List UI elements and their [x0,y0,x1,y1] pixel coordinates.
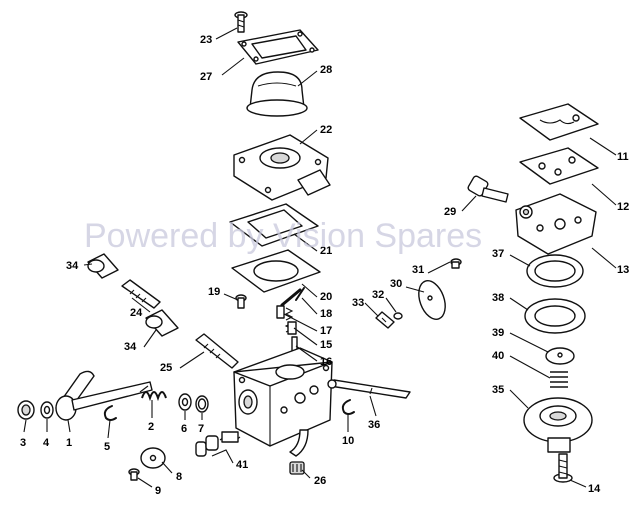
part-2-torsion-spring[interactable] [139,385,167,402]
part-40-spring[interactable] [550,371,568,388]
part-34-limiter-cap-lower[interactable] [145,309,179,337]
part-12-diaphragm[interactable] [519,147,599,185]
callout-33: 33 [352,297,364,309]
part-31-screw[interactable] [450,258,462,269]
part-29-fitting[interactable] [467,175,509,203]
part-15-spring[interactable] [284,307,297,335]
callout-1: 1 [66,437,72,449]
callout-13: 13 [617,264,629,276]
callout-16: 16 [320,356,332,368]
part-1-throttle-shaft[interactable] [55,370,153,421]
callout-5: 5 [104,441,110,453]
part-8-plate[interactable] [140,447,166,469]
callout-2: 2 [148,421,154,433]
part-11-gasket[interactable] [519,103,599,141]
part-4-washer[interactable] [40,401,54,419]
callout-28: 28 [320,64,332,76]
callout-18: 18 [320,308,332,320]
callout-36: 36 [368,419,380,431]
part-13-pump-housing[interactable] [515,193,597,255]
part-20-diaphragm[interactable] [231,249,321,293]
callout-22: 22 [320,124,332,136]
callout-34-upper: 34 [66,260,79,272]
callout-6: 6 [181,423,187,435]
part-17-spindle[interactable] [276,305,285,319]
part-24-adjusting-screw[interactable] [121,279,161,309]
callout-37: 37 [492,248,504,260]
part-38-diaphragm[interactable] [524,298,586,334]
callout-9: 9 [155,485,161,497]
callout-21: 21 [320,245,332,257]
callout-24: 24 [130,307,143,319]
leader-lines [23,27,617,488]
part-37-gasket[interactable] [526,254,584,288]
callout-32: 32 [372,289,384,301]
callout-labels: 23 27 28 22 21 20 19 18 17 15 16 34 24 3… [20,34,629,497]
part-5-clip[interactable] [103,405,117,421]
callout-38: 38 [492,292,504,304]
callout-14: 14 [588,483,601,495]
callout-17: 17 [320,325,332,337]
part-9-screw[interactable] [128,468,140,481]
callout-31: 31 [412,264,424,276]
part-26-filter[interactable] [289,461,305,475]
part-36-choke-shaft[interactable] [327,379,411,399]
part-35-end-cover[interactable] [523,397,593,453]
part-34-limiter-cap-upper[interactable] [87,253,119,279]
callout-41: 41 [236,459,248,471]
part-28-primer-bulb[interactable] [246,71,308,117]
part-22-pump-cover[interactable] [233,134,331,201]
callout-40: 40 [492,350,504,362]
callout-8: 8 [176,471,182,483]
callout-26: 26 [314,475,326,487]
callout-35: 35 [492,384,504,396]
part-41-jets[interactable] [195,431,241,457]
part-3-sleeve[interactable] [17,400,35,420]
callout-15: 15 [320,339,332,351]
part-32-spring[interactable] [393,312,403,320]
callout-27: 27 [200,71,212,83]
callout-20: 20 [320,291,332,303]
callout-34-lower: 34 [124,341,137,353]
callout-30: 30 [390,278,402,290]
callout-3: 3 [20,437,26,449]
part-19-screw[interactable] [235,294,247,309]
callout-19: 19 [208,286,220,298]
part-10-clip[interactable] [341,399,355,415]
part-33-screw[interactable] [375,311,395,329]
watermark-text: Powered by Vision Spares [84,217,482,255]
part-25-adjusting-screw[interactable] [195,333,239,369]
callout-10: 10 [342,435,354,447]
callout-29: 29 [444,206,456,218]
part-6-washer[interactable] [178,393,192,411]
callout-39: 39 [492,327,504,339]
part-30-choke-plate[interactable] [414,277,450,323]
carburettor-body[interactable] [233,347,333,457]
part-18-lever[interactable] [280,287,305,307]
callout-25: 25 [160,362,172,374]
part-23-screw[interactable] [234,11,248,33]
part-39-disc[interactable] [545,347,575,365]
callout-12: 12 [617,201,629,213]
part-14-screw[interactable] [553,453,573,483]
part-27-gasket[interactable] [237,29,319,65]
callout-23: 23 [200,34,212,46]
callout-11: 11 [617,151,629,163]
callout-4: 4 [43,437,50,449]
callout-7: 7 [198,423,204,435]
part-7-seal[interactable] [195,395,209,413]
part-21-gasket[interactable] [229,203,319,247]
